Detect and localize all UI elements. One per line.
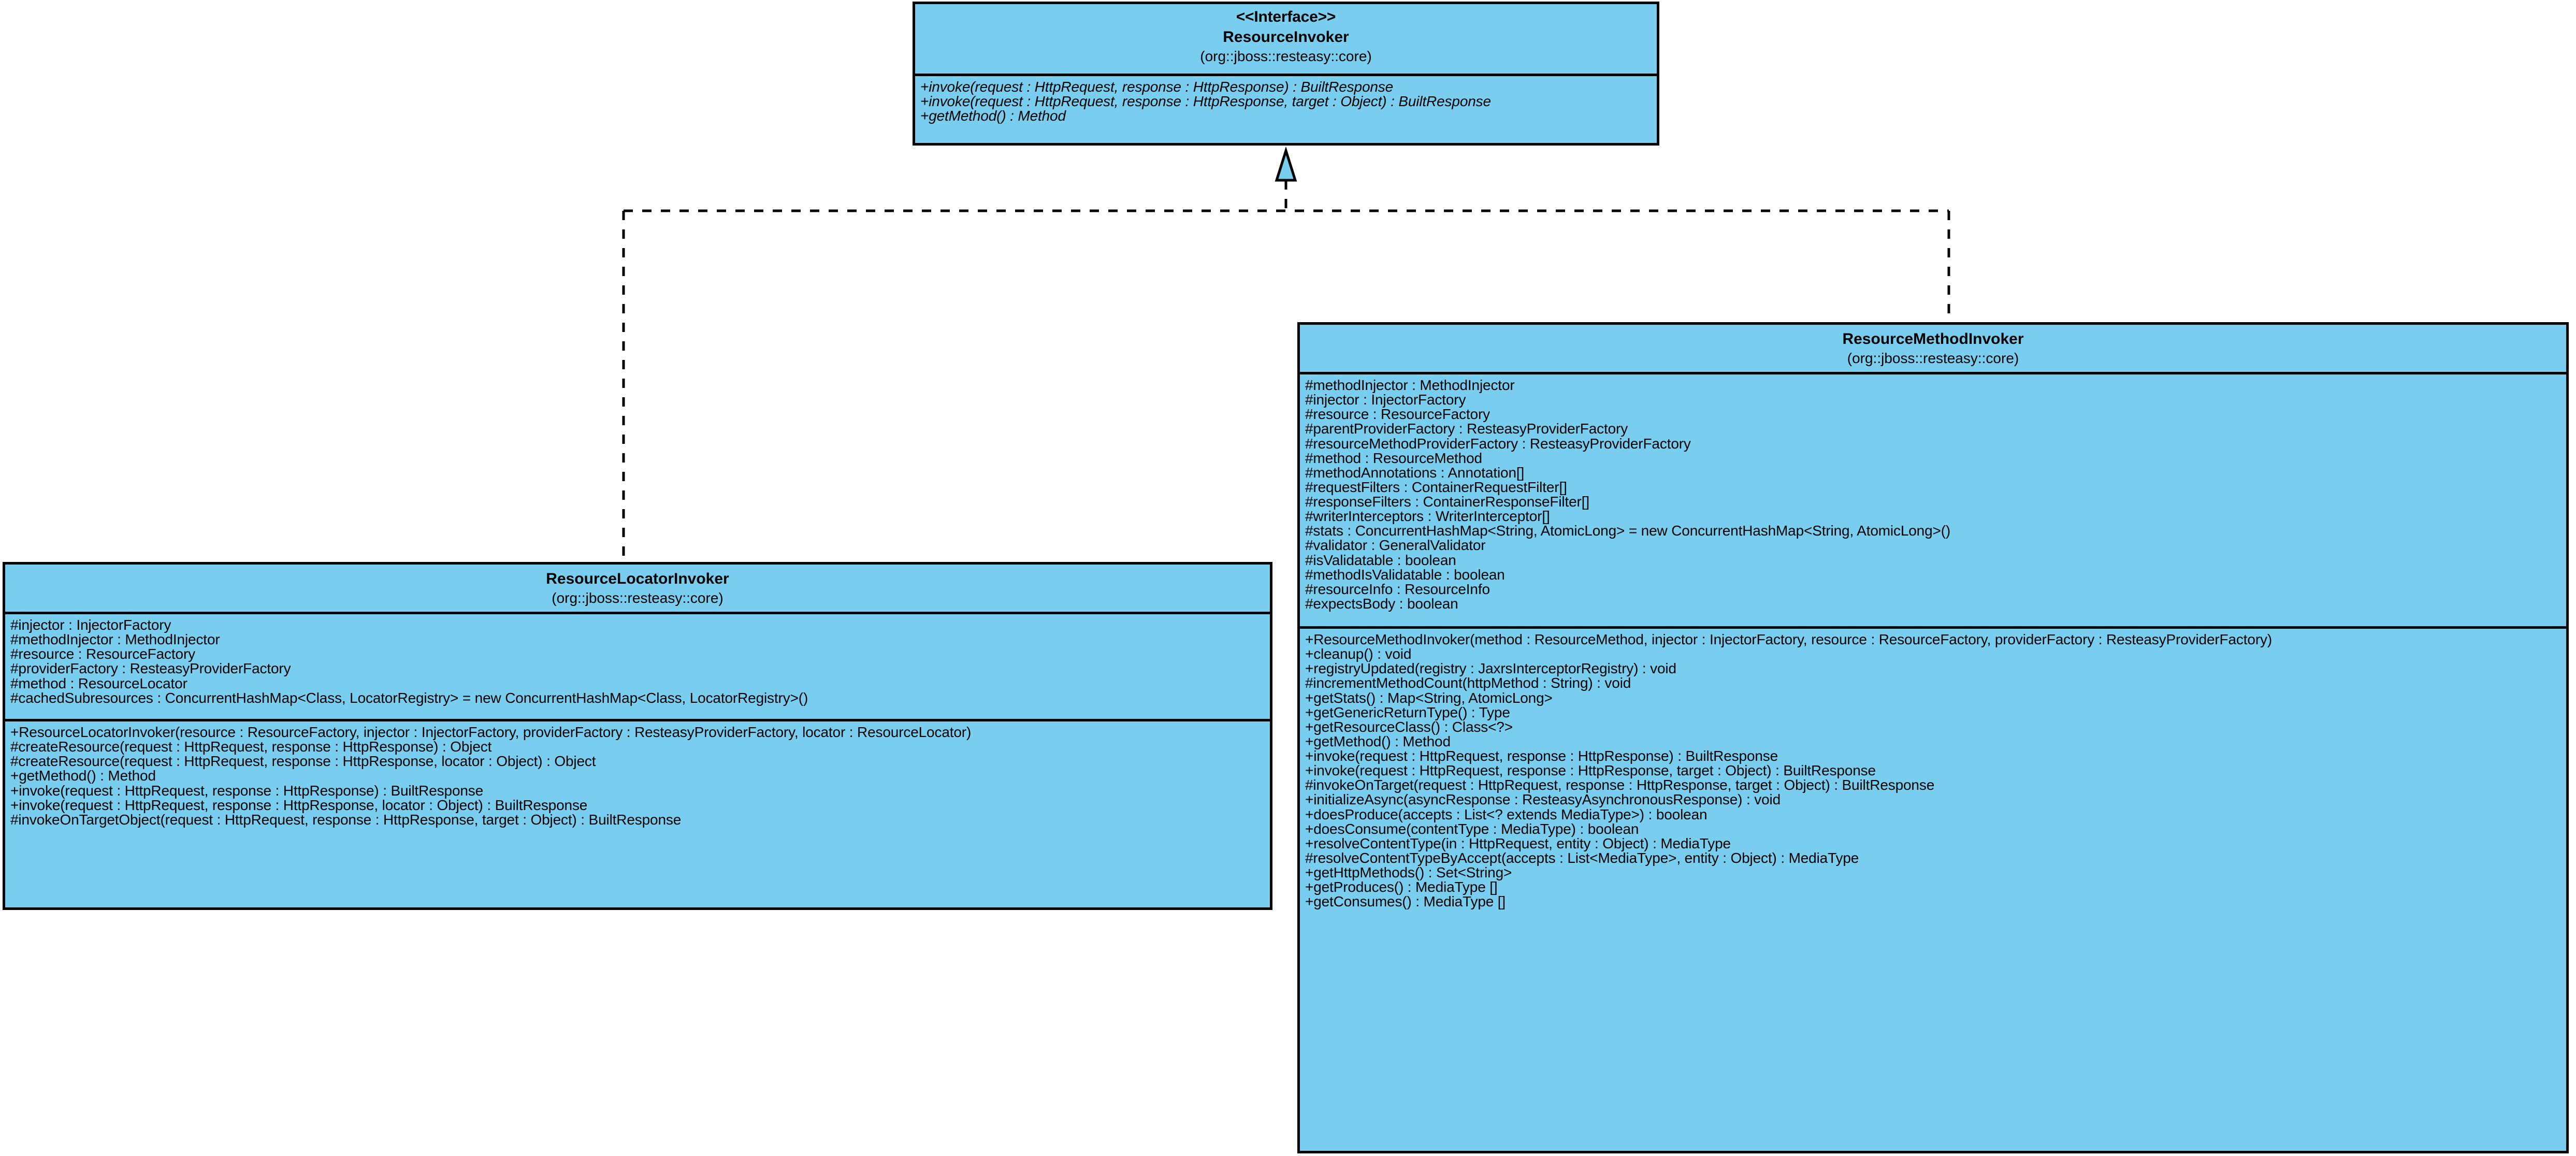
- class-header-resource-invoker: <<Interface>> ResourceInvoker (org::jbos…: [915, 4, 1657, 76]
- operation-item: +invoke(request : HttpRequest, response …: [920, 93, 1491, 110]
- class-box-resource-locator-invoker[interactable]: ResourceLocatorInvoker (org::jboss::rest…: [3, 562, 1272, 910]
- attribute-item: #method : ResourceMethod: [1305, 450, 1482, 466]
- attribute-item: #responseFilters : ContainerResponseFilt…: [1305, 494, 1589, 510]
- operation-item: #incrementMethodCount(httpMethod : Strin…: [1305, 675, 1631, 691]
- operation-item: +resolveContentType(in : HttpRequest, en…: [1305, 835, 1731, 851]
- attribute-item: #methodAnnotations : Annotation[]: [1305, 464, 1525, 481]
- operation-item: +initializeAsync(asyncResponse : Resteas…: [1305, 791, 1781, 808]
- operation-item: +getProduces() : MediaType []: [1305, 879, 1498, 895]
- attributes-compartment-resource-locator-invoker: #injector : InjectorFactory #methodInjec…: [5, 614, 1270, 721]
- attribute-item: #stats : ConcurrentHashMap<String, Atomi…: [1305, 523, 1951, 539]
- attribute-item: #providerFactory : ResteasyProviderFacto…: [10, 660, 291, 677]
- operation-item: +getMethod() : Method: [10, 768, 156, 784]
- attribute-item: #injector : InjectorFactory: [10, 617, 171, 633]
- class-package-label: (org::jboss::resteasy::core): [1847, 350, 2019, 366]
- attribute-item: #writerInterceptors : WriterInterceptor[…: [1305, 508, 1550, 525]
- attribute-item: #injector : InjectorFactory: [1305, 392, 1466, 408]
- operation-item: +ResourceLocatorInvoker(resource : Resou…: [10, 724, 972, 740]
- operations-compartment-resource-method-invoker: +ResourceMethodInvoker(method : Resource…: [1300, 629, 2566, 913]
- class-package-label: (org::jboss::resteasy::core): [1200, 48, 1372, 64]
- operation-item: +doesConsume(contentType : MediaType) : …: [1305, 820, 1639, 837]
- class-name-label: ResourceInvoker: [1223, 28, 1349, 46]
- attribute-item: #methodInjector : MethodInjector: [1305, 377, 1515, 393]
- operation-item: +registryUpdated(registry : JaxrsInterce…: [1305, 660, 1676, 677]
- attribute-item: #requestFilters : ContainerRequestFilter…: [1305, 479, 1567, 495]
- operation-item: +getStats() : Map<String, AtomicLong>: [1305, 689, 1553, 706]
- attribute-item: #resource : ResourceFactory: [10, 646, 195, 662]
- attribute-item: #expectsBody : boolean: [1305, 595, 1458, 612]
- operation-item: #createResource(request : HttpRequest, r…: [10, 753, 596, 770]
- operation-item: +invoke(request : HttpRequest, response …: [10, 797, 588, 813]
- class-box-resource-method-invoker[interactable]: ResourceMethodInvoker (org::jboss::reste…: [1297, 322, 2569, 1153]
- class-name-label: ResourceMethodInvoker: [1842, 330, 2024, 348]
- operation-item: #invokeOnTarget(request : HttpRequest, r…: [1305, 777, 1935, 793]
- attribute-item: #cachedSubresources : ConcurrentHashMap<…: [10, 689, 808, 706]
- class-name-label: ResourceLocatorInvoker: [546, 570, 729, 587]
- attribute-item: #resourceInfo : ResourceInfo: [1305, 581, 1490, 597]
- class-package-label: (org::jboss::resteasy::core): [552, 590, 723, 606]
- attribute-item: #validator : GeneralValidator: [1305, 537, 1486, 554]
- operation-item: +getConsumes() : MediaType []: [1305, 893, 1506, 910]
- attribute-item: #resource : ResourceFactory: [1305, 406, 1490, 423]
- class-box-resource-invoker[interactable]: <<Interface>> ResourceInvoker (org::jbos…: [913, 2, 1659, 146]
- attribute-item: #methodInjector : MethodInjector: [10, 631, 220, 648]
- operation-item: +getMethod() : Method: [1305, 733, 1451, 749]
- operation-item: +invoke(request : HttpRequest, response …: [10, 782, 484, 799]
- attribute-item: #parentProviderFactory : ResteasyProvide…: [1305, 421, 1628, 437]
- operations-compartment-resource-locator-invoker: +ResourceLocatorInvoker(resource : Resou…: [5, 721, 1270, 831]
- class-header-resource-method-invoker: ResourceMethodInvoker (org::jboss::reste…: [1300, 325, 2566, 374]
- attribute-item: #isValidatable : boolean: [1305, 552, 1456, 568]
- operations-compartment-resource-invoker: +invoke(request : HttpRequest, response …: [915, 76, 1657, 127]
- stereotype-label: <<Interface>>: [1236, 8, 1336, 25]
- operation-item: #resolveContentTypeByAccept(accepts : Li…: [1305, 849, 1859, 866]
- attribute-item: #method : ResourceLocator: [10, 675, 187, 691]
- operation-item: +invoke(request : HttpRequest, response …: [1305, 748, 1778, 764]
- operation-item: +ResourceMethodInvoker(method : Resource…: [1305, 631, 2273, 647]
- operation-item: +getGenericReturnType() : Type: [1305, 704, 1510, 720]
- operation-item: +doesProduce(accepts : List<? extends Me…: [1305, 806, 1707, 822]
- operation-item: +invoke(request : HttpRequest, response …: [1305, 762, 1876, 779]
- operation-item: +cleanup() : void: [1305, 646, 1412, 662]
- operation-item: +getHttpMethods() : Set<String>: [1305, 864, 1512, 880]
- operation-item: +getMethod() : Method: [920, 108, 1066, 124]
- operation-item: #createResource(request : HttpRequest, r…: [10, 739, 492, 755]
- attribute-item: #resourceMethodProviderFactory : Resteas…: [1305, 435, 1691, 452]
- operation-item: +getResourceClass() : Class<?>: [1305, 718, 1513, 735]
- class-header-resource-locator-invoker: ResourceLocatorInvoker (org::jboss::rest…: [5, 565, 1270, 614]
- operation-item: #invokeOnTargetObject(request : HttpRequ…: [10, 811, 682, 828]
- attribute-item: #methodIsValidatable : boolean: [1305, 566, 1505, 583]
- operation-item: +invoke(request : HttpRequest, response …: [920, 79, 1394, 95]
- attributes-compartment-resource-method-invoker: #methodInjector : MethodInjector #inject…: [1300, 374, 2566, 629]
- realization-arrowhead: [1275, 146, 1297, 182]
